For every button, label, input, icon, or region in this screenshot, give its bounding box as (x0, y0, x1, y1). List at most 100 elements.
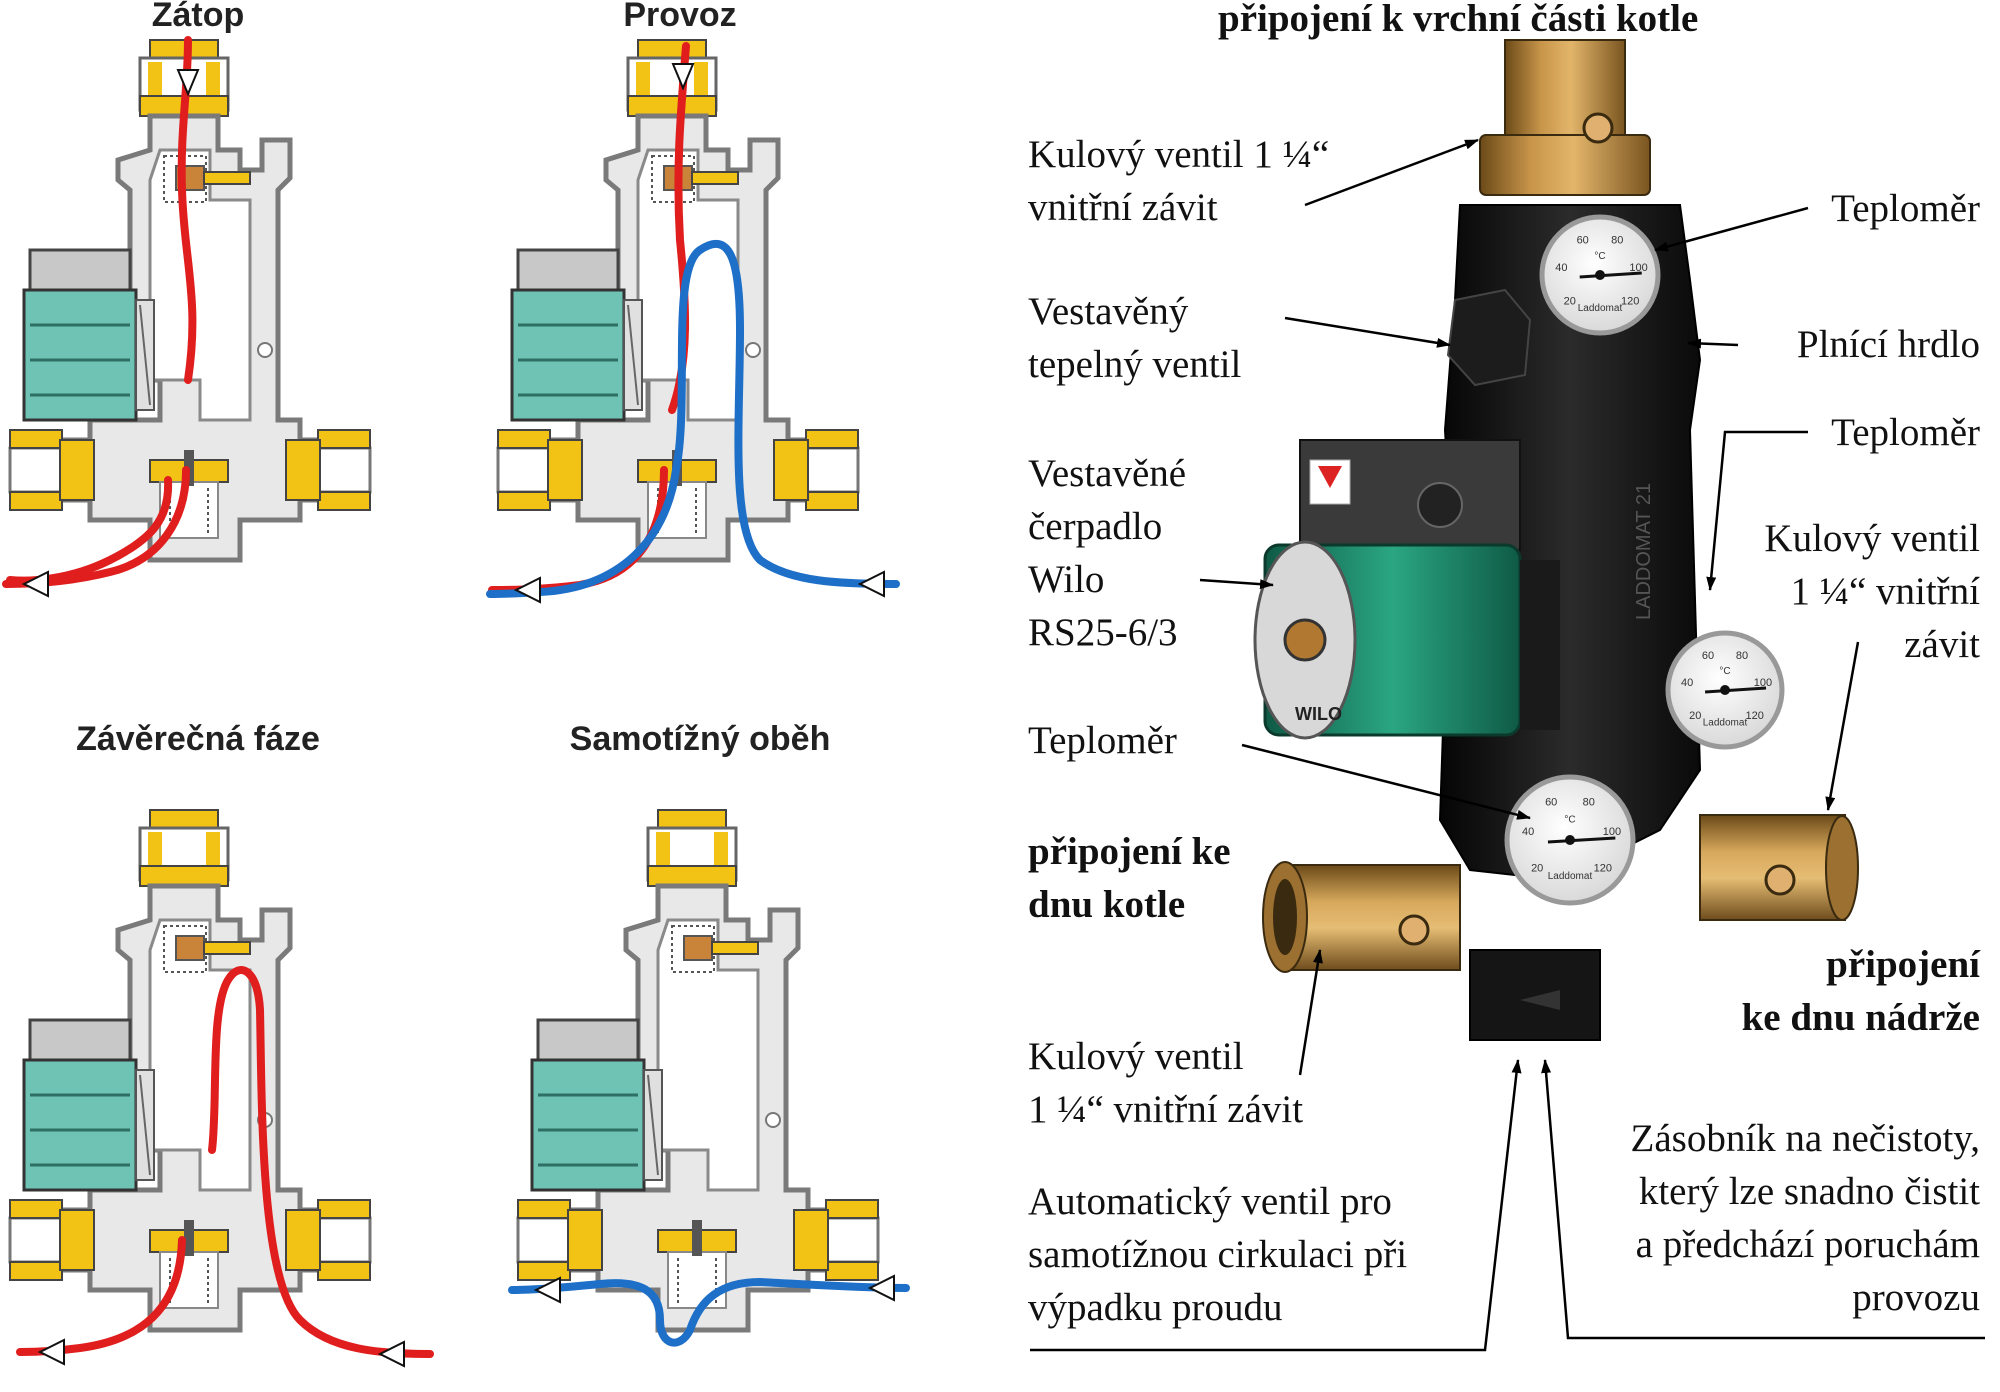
panel-title-provoz: Provoz (623, 0, 736, 34)
gauge-tick-label: 20 (1531, 863, 1543, 875)
pump-brand: WILO (1295, 704, 1342, 724)
gauge-needle (1704, 686, 1767, 694)
label-ball-valve-top: Kulový ventil 1 ¼“ vnitřní závit (1028, 128, 1329, 234)
gauge-needle (1579, 271, 1642, 279)
gauge-tick-label: 60 (1577, 235, 1589, 247)
label-ball-valve-right: Kulový ventil 1 ¼“ vnitřní závit (1764, 512, 1980, 671)
label-line: provozu (1852, 1276, 1980, 1319)
label-line: Zásobník na nečistoty, (1630, 1117, 1980, 1160)
gauge-unit: °C (1594, 251, 1605, 262)
flow-arrow-icon (671, 63, 695, 91)
label-fill-neck: Plnící hrdlo (1796, 323, 1980, 366)
flow-arrow-icon (37, 1338, 65, 1366)
label-line: RS25-6/3 (1028, 611, 1178, 654)
gauge-hub (1565, 835, 1575, 845)
arrow-dirt-trap (1541, 1059, 1985, 1340)
hot-flow-line (16, 1236, 186, 1356)
panel-provoz: Provoz (486, 0, 900, 604)
gauge-tick-label: 40 (1555, 262, 1567, 274)
label-line: Wilo (1028, 558, 1105, 601)
gauge-tick-label: 100 (1754, 677, 1772, 689)
label-dirt-trap: Zásobník na nečistoty, který lze snadno … (1631, 1112, 1980, 1324)
gauge-hub (1595, 270, 1605, 280)
label-line: vnitřní závit (1028, 186, 1218, 229)
label-line: Vestavěný (1028, 290, 1189, 333)
screw-icon (1764, 864, 1796, 896)
label-line: ke dnu nádrže (1741, 996, 1980, 1039)
arrow-fill-neck (1687, 338, 1739, 349)
laddomat-device: LADDOMAT 21 WILO (1253, 39, 1859, 1041)
label-pump: Vestavěné čerpadlo Wilo RS25-6/3 (1028, 447, 1186, 659)
annotation-arrows (1030, 138, 1985, 1352)
flow-arrow-icon (377, 1340, 405, 1368)
label-line: závit (1904, 623, 1980, 666)
gauge-tick-label: 80 (1736, 650, 1748, 662)
label-line: Kulový ventil (1764, 517, 1980, 560)
label-line: dnu kotle (1028, 883, 1186, 926)
label-line: a předchází poruchám (1635, 1223, 1980, 1266)
arrow-auto-valve (1030, 1059, 1522, 1352)
gauge-tick-label: 60 (1545, 797, 1557, 809)
label-boiler-bottom: připojení ke dnu kotle (1028, 825, 1231, 931)
label-line: samotížnou cirkulaci při (1028, 1233, 1408, 1276)
arrow-thermometer-right (1706, 430, 1808, 591)
gauge-tick-label: 120 (1621, 295, 1639, 307)
gauge-unit: °C (1719, 666, 1730, 677)
label-top-connection: připojení k vrchní části kotle (1218, 0, 1699, 40)
label-thermal-valve: Vestavěný tepelný ventil (1028, 285, 1241, 391)
label-line: 1 ¼“ vnitřní závit (1028, 1088, 1304, 1131)
thermal-valve-cap (1446, 288, 1532, 387)
cold-flow-line (486, 240, 900, 598)
gauge-tick-label: 120 (1746, 710, 1764, 722)
label-thermometer-right: Teploměr (1831, 411, 1980, 454)
hot-flow-line (208, 966, 434, 1358)
label-line: Vestavěné (1028, 452, 1187, 495)
label-auto-valve: Automatický ventil pro samotížnou cirkul… (1028, 1175, 1407, 1334)
gauge-tick-label: 80 (1583, 797, 1595, 809)
gauge-brand: Laddomat (1703, 717, 1748, 728)
label-line: Kulový ventil 1 ¼“ (1028, 133, 1330, 176)
gauge-tick-label: 100 (1603, 826, 1621, 838)
gauge-hub (1720, 685, 1730, 695)
valve-schematic (518, 810, 878, 1330)
label-line: výpadku proudu (1028, 1286, 1283, 1329)
gauge-tick-label: 80 (1611, 235, 1623, 247)
label-line: čerpadlo (1028, 505, 1163, 548)
arrow-ball-valve-right (1825, 641, 1860, 811)
arrow-ball-valve-top (1304, 138, 1479, 207)
boiler-bottom-connection (1284, 864, 1461, 971)
panel-title-zaverecna: Závěrečná fáze (76, 720, 320, 758)
panel-zatop: Zátop (6, 0, 370, 585)
gauge-tick-label: 60 (1702, 650, 1714, 662)
label-tank-bottom: připojení ke dnu nádrže (1742, 938, 1980, 1044)
arrow-thermal-valve (1284, 316, 1451, 348)
flow-arrow-icon (21, 570, 49, 598)
flow-arrow-icon (533, 1276, 561, 1304)
panel-title-samotizny: Samotížný oběh (570, 720, 831, 758)
panel-zaverecna: Závěrečná fáze (10, 720, 434, 1368)
valve-schematic (10, 810, 370, 1330)
panel-title-zatop: Zátop (152, 0, 245, 34)
body-text: LADDOMAT 21 (1633, 483, 1655, 620)
gauge-tick-label: 100 (1629, 262, 1647, 274)
arrow-pump (1199, 578, 1274, 590)
gauge-brand: Laddomat (1578, 303, 1623, 314)
label-line: připojení ke (1028, 830, 1231, 873)
label-line: který lze snadno čistit (1638, 1170, 1980, 1213)
gauge-tick-label: 120 (1594, 863, 1612, 875)
label-line: Kulový ventil (1028, 1035, 1244, 1078)
gauge-tick-label: 40 (1522, 826, 1534, 838)
flow-arrow-icon (176, 69, 200, 97)
flow-arrow-icon (867, 1274, 895, 1302)
label-line: tepelný ventil (1028, 343, 1242, 386)
label-ball-valve-bottom: Kulový ventil 1 ¼“ vnitřní závit (1028, 1030, 1303, 1136)
screw-icon (1398, 914, 1430, 946)
gauge-tick-label: 40 (1681, 677, 1693, 689)
label-thermometer-top: Teploměr (1831, 187, 1980, 230)
screw-icon (1582, 112, 1614, 144)
flow-arrow-icon (857, 570, 885, 598)
arrow-thermometer-top (1654, 206, 1809, 252)
gauge-unit: °C (1564, 814, 1575, 825)
